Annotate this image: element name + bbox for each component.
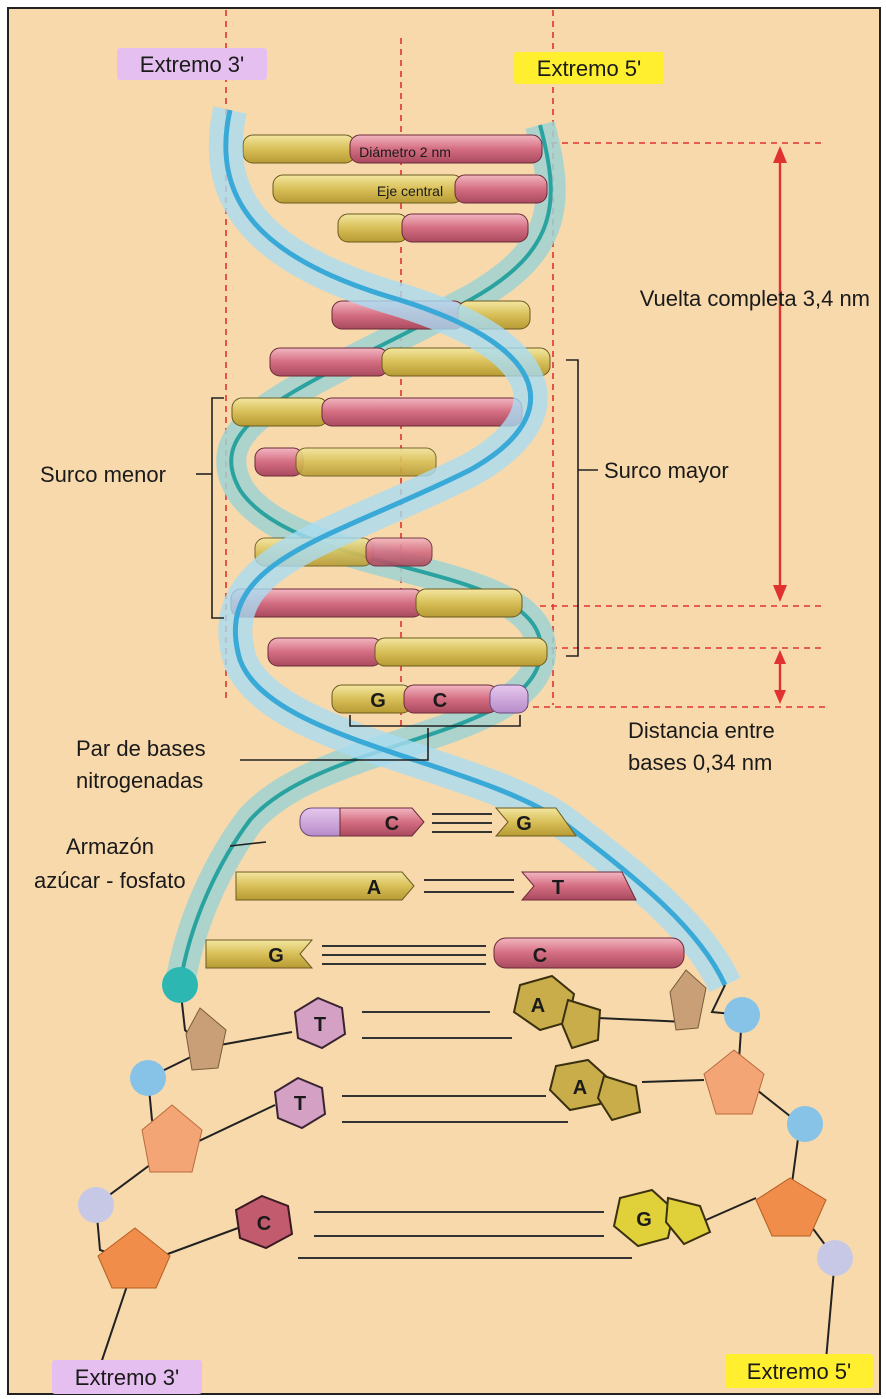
helix-rung-3 [337, 213, 529, 243]
nucleotide-base-right: A [531, 995, 545, 1017]
open-base-left: G [268, 945, 284, 967]
sugar-right-1 [669, 969, 707, 1031]
minor-groove-label: Surco menor [40, 462, 166, 487]
distance-label-line2: bases 0,34 nm [628, 750, 772, 775]
backbone-label-line1: Armazón [66, 834, 154, 859]
sugar-right-3 [755, 1177, 827, 1237]
nucleotide-base-right: G [636, 1209, 652, 1231]
end-label-top-right: Extremo 5' [514, 52, 664, 84]
open-base-pairs: C G A T G C [205, 807, 685, 969]
open-base-right: T [552, 877, 564, 899]
major-groove-bracket [566, 359, 579, 657]
open-base-left: A [367, 877, 381, 899]
svg-text:Extremo 5': Extremo 5' [537, 56, 641, 81]
nucleotide-base-left: T [294, 1093, 306, 1115]
nucleotide-base-right: A [573, 1077, 587, 1099]
open-pair-2: A T [235, 871, 637, 901]
nucleotide-backbone: T A T A C G [78, 967, 853, 1391]
base-distance-arrow-head-top [774, 650, 786, 664]
helix-rung-1 [242, 134, 543, 164]
phosphate-circle-left-2 [130, 1060, 166, 1096]
helix-base-left: G [370, 690, 386, 712]
end-label-bottom-left: Extremo 3' [52, 1360, 202, 1394]
helix-rung-2 [272, 174, 548, 204]
base-distance-arrow-head-bottom [774, 690, 786, 704]
helix-rung-7 [254, 447, 437, 477]
horizontal-guides [500, 142, 825, 708]
full-turn-label: Vuelta completa 3,4 nm [640, 286, 870, 311]
phosphate-circle-left-3 [78, 1187, 114, 1223]
phosphate-circle-right-3 [817, 1240, 853, 1276]
open-pair-1: C G [299, 807, 577, 837]
helix-base-right: C [433, 690, 447, 712]
open-base-left: C [385, 813, 399, 835]
sugar-left-3 [97, 1227, 171, 1289]
sugar-right-2 [703, 1049, 765, 1115]
open-base-right: G [516, 813, 532, 835]
base-pair-label-line1: Par de bases [76, 736, 206, 761]
major-groove-label: Surco mayor [604, 458, 729, 483]
base-pair-bracket [349, 715, 521, 727]
phosphate-circle-right-1 [724, 997, 760, 1033]
open-pair-3: G C [205, 937, 685, 969]
sugar-left-1 [185, 1007, 227, 1071]
open-base-right: C [533, 945, 547, 967]
minor-groove-bracket [211, 397, 224, 619]
full-turn-arrow-head-bottom [773, 585, 787, 602]
diameter-label: Diámetro 2 nm [359, 144, 451, 160]
sugar-left-2 [141, 1104, 203, 1173]
full-turn-arrow-head-top [773, 146, 787, 163]
phosphate-circle-left-1 [162, 967, 198, 1003]
helix-base-pairs: G C [230, 134, 551, 714]
helix-rung-10 [267, 637, 548, 667]
phosphate-circle-right-2 [787, 1106, 823, 1142]
central-axis-label: Eje central [377, 183, 443, 199]
distance-label-line1: Distancia entre [628, 718, 775, 743]
nucleotide-row-1: T A [293, 974, 602, 1050]
end-label-bottom-right: Extremo 5' [725, 1354, 873, 1388]
end-label-top-left: Extremo 3' [117, 48, 267, 80]
helix-rung-6 [231, 397, 523, 427]
svg-text:Extremo 3': Extremo 3' [140, 52, 244, 77]
helix-rung-11: G C [331, 684, 529, 714]
groove-brackets [196, 359, 598, 847]
nucleotide-base-left: C [257, 1213, 271, 1235]
nucleotide-base-left: T [314, 1014, 326, 1036]
nucleotide-row-2: T A [273, 1058, 642, 1130]
nucleotide-row-3: C G [234, 1188, 712, 1259]
helix-rung-9 [230, 588, 523, 618]
svg-text:Extremo 3': Extremo 3' [75, 1365, 179, 1390]
backbone-label-line2: azúcar - fosfato [34, 868, 186, 893]
measure-arrows [773, 146, 787, 704]
svg-text:Extremo 5': Extremo 5' [747, 1359, 851, 1384]
base-pair-label-line2: nitrogenadas [76, 768, 203, 793]
